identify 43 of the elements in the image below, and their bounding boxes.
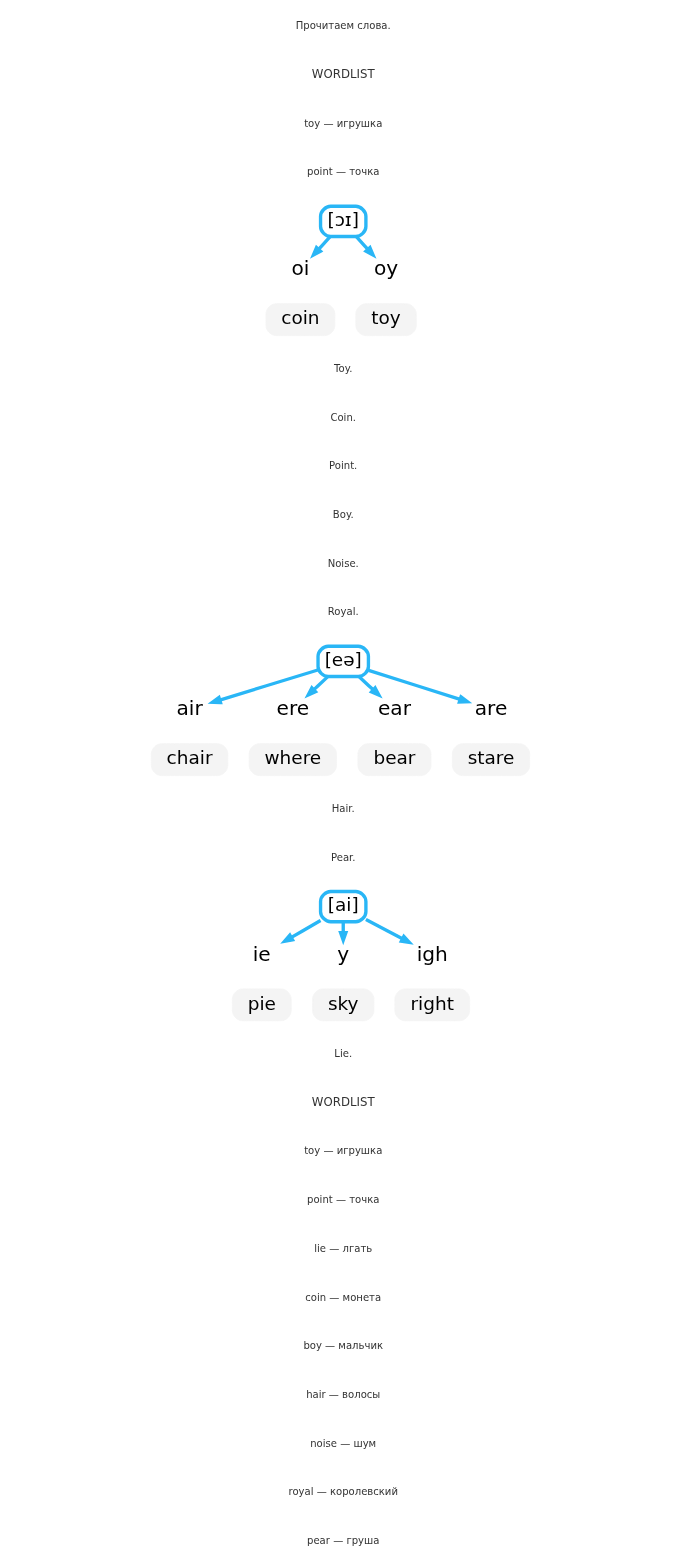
label: toy — игрушка [303,1145,382,1157]
node-text: ear [377,696,411,721]
label: coin — монета [304,1291,381,1303]
label: point — точка [306,166,379,178]
node-text: ere [276,696,309,721]
label: Pear. [330,851,355,863]
arrow [309,235,331,259]
arrow [367,668,472,704]
node-text: y [336,941,349,966]
label: point — точка [306,1194,379,1206]
arrow [354,235,376,259]
node-box: [eə] [315,644,370,679]
label: Hair. [331,802,355,814]
arrow [357,675,383,699]
arrow [279,919,321,944]
node-text: oi [290,256,309,281]
node-text: igh [416,941,448,966]
label: boy — мальчик [302,1340,383,1352]
label: noise — шум [309,1437,376,1449]
label: WORDLIST [311,1095,375,1110]
arrow [303,675,329,699]
label: hair — волосы [305,1388,380,1400]
arrow [207,668,318,705]
label: royal — королевский [287,1486,398,1498]
label: WORDLIST [311,67,375,82]
label: Noise. [327,557,359,569]
label: pear — груша [306,1535,379,1547]
node-text: oy [373,256,398,281]
node-text: air [175,696,203,721]
label: Lie. [333,1047,352,1059]
node-box: [ai] [318,889,368,924]
label: Прочитаем слова. [295,20,391,32]
label: Coin. [329,411,356,423]
arrow [364,917,414,945]
label: Toy. [333,362,352,374]
node-text: are [474,696,507,721]
label: Point. [328,460,357,472]
label: Boy. [332,508,354,520]
node-box: [ɔɪ] [318,204,368,239]
label: lie — лгать [313,1242,372,1254]
label: toy — игрушка [303,117,382,129]
node-text: ie [252,941,271,966]
label: Royal. [327,606,359,618]
